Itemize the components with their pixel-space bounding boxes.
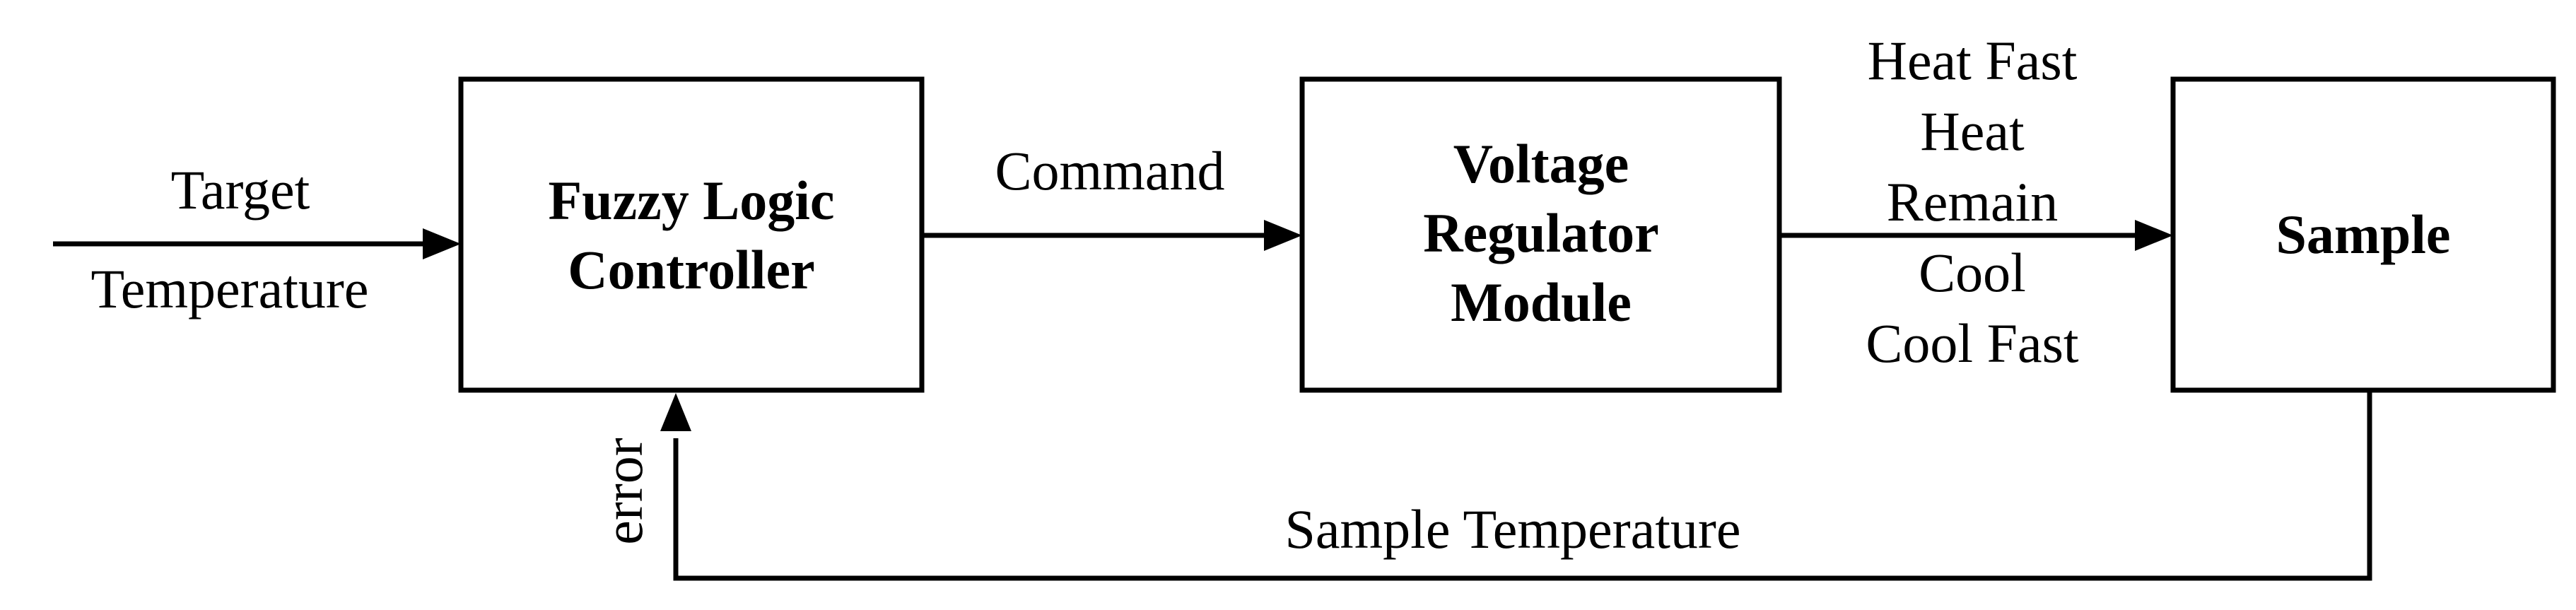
voltage-regulator-module-block [1299,76,1782,393]
feedback-label: Sample Temperature [1284,498,1740,560]
state-label-cool: Cool [1919,242,2026,303]
state-label-cool-fast: Cool Fast [1866,312,2079,374]
state-label-heat: Heat [1920,100,2025,162]
sample-block [2170,76,2556,393]
controller-label-line1: Fuzzy Logic [548,170,834,231]
feedback-line [673,390,2372,581]
error-label: error [592,438,654,545]
state-arrowhead [2135,220,2173,251]
controller-label-line2: Controller [568,239,814,300]
command-arrowhead [1264,220,1302,251]
regulator-label-line2: Regulator [1423,202,1659,264]
state-label-remain: Remain [1887,171,2059,233]
input-label-line1: Target [171,159,310,221]
input-arrowhead [423,228,461,259]
state-label-heat-fast: Heat Fast [1868,30,2078,91]
regulator-label-line3: Module [1451,271,1632,333]
command-label: Command [995,140,1225,201]
fuzzy-logic-controller-block [458,76,925,393]
regulator-label-line1: Voltage [1453,133,1629,194]
input-label-line2: Temperature [91,258,369,319]
sample-label: Sample [2276,204,2450,265]
feedback-arrowhead [660,393,691,431]
